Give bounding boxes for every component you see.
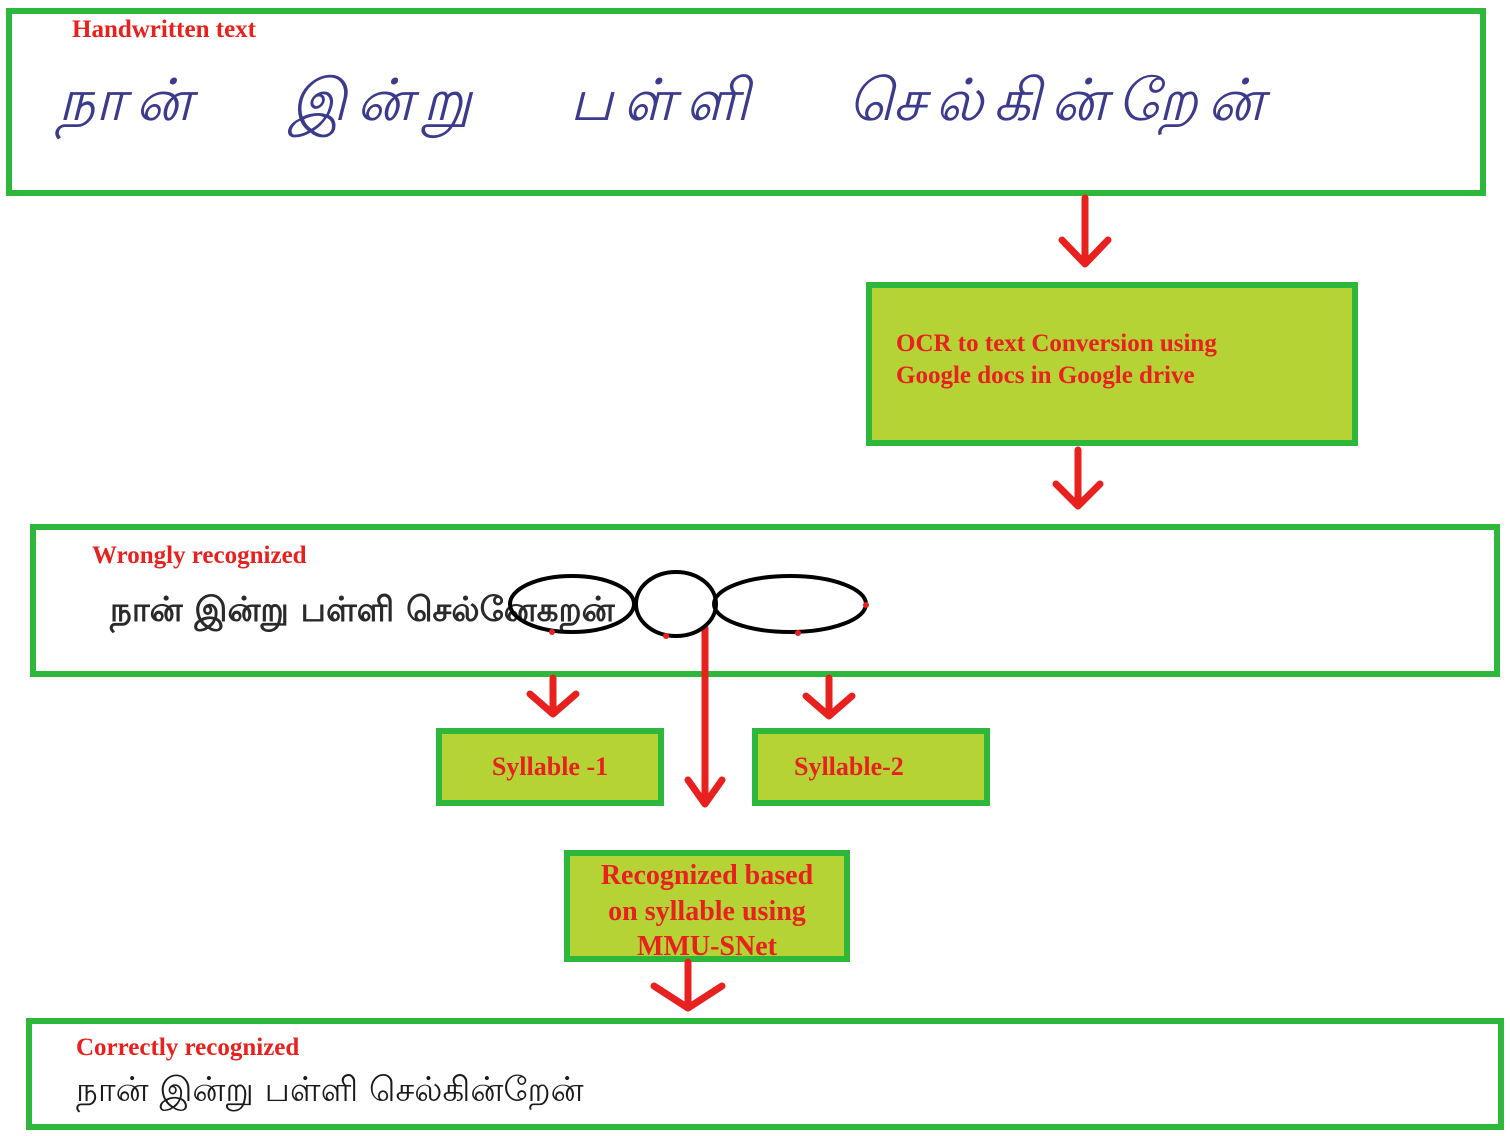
syllable-2-label: Syllable-2 (794, 752, 904, 781)
wrongly-recognized-box: Wrongly recognized நான் இன்று பள்ளி செல்… (30, 524, 1500, 677)
syllable-1-label: Syllable -1 (491, 752, 609, 781)
ellipse-marker-dots (549, 602, 869, 639)
ellipse-syllable-a (508, 574, 636, 634)
syllable-1-box: Syllable -1 (436, 728, 664, 806)
arrow-handwritten-to-ocr (1058, 194, 1112, 268)
handwritten-text: நான் இன்று பள்ளி செல்கின்றேன் (58, 66, 1274, 134)
mmu-step-line2: on syllable using (608, 896, 806, 927)
arrow-to-mmu-step (684, 624, 726, 808)
correctly-recognized-text: நான் இன்று பள்ளி செல்கின்றேன் (76, 1070, 584, 1110)
arrow-to-syllable-2 (802, 674, 856, 720)
ocr-step-line1: OCR to text Conversion using (896, 330, 1217, 357)
wrongly-recognized-label: Wrongly recognized (92, 542, 307, 569)
arrow-ocr-to-wrongly (1052, 446, 1104, 510)
arrow-mmu-to-correctly (650, 958, 726, 1012)
correctly-recognized-box: Correctly recognized நான் இன்று பள்ளி செ… (26, 1018, 1504, 1130)
ocr-step-line2: Google docs in Google drive (896, 362, 1195, 389)
correctly-recognized-label: Correctly recognized (76, 1034, 300, 1061)
mmu-snet-step-box: Recognized based on syllable using MMU-S… (564, 850, 850, 962)
syllable-2-box: Syllable-2 (752, 728, 990, 806)
mmu-step-line1: Recognized based (600, 860, 814, 891)
ocr-step-box: OCR to text Conversion using Google docs… (866, 282, 1358, 446)
mmu-step-line3: MMU-SNet (637, 931, 777, 962)
ellipse-syllable-c (712, 574, 868, 634)
ellipse-syllable-b (634, 570, 718, 638)
handwritten-box: Handwritten text நான் இன்று பள்ளி செல்கி… (6, 8, 1486, 196)
syllable-highlight-ellipses (508, 570, 868, 638)
arrow-to-syllable-1 (526, 674, 580, 718)
handwritten-label: Handwritten text (72, 16, 256, 43)
